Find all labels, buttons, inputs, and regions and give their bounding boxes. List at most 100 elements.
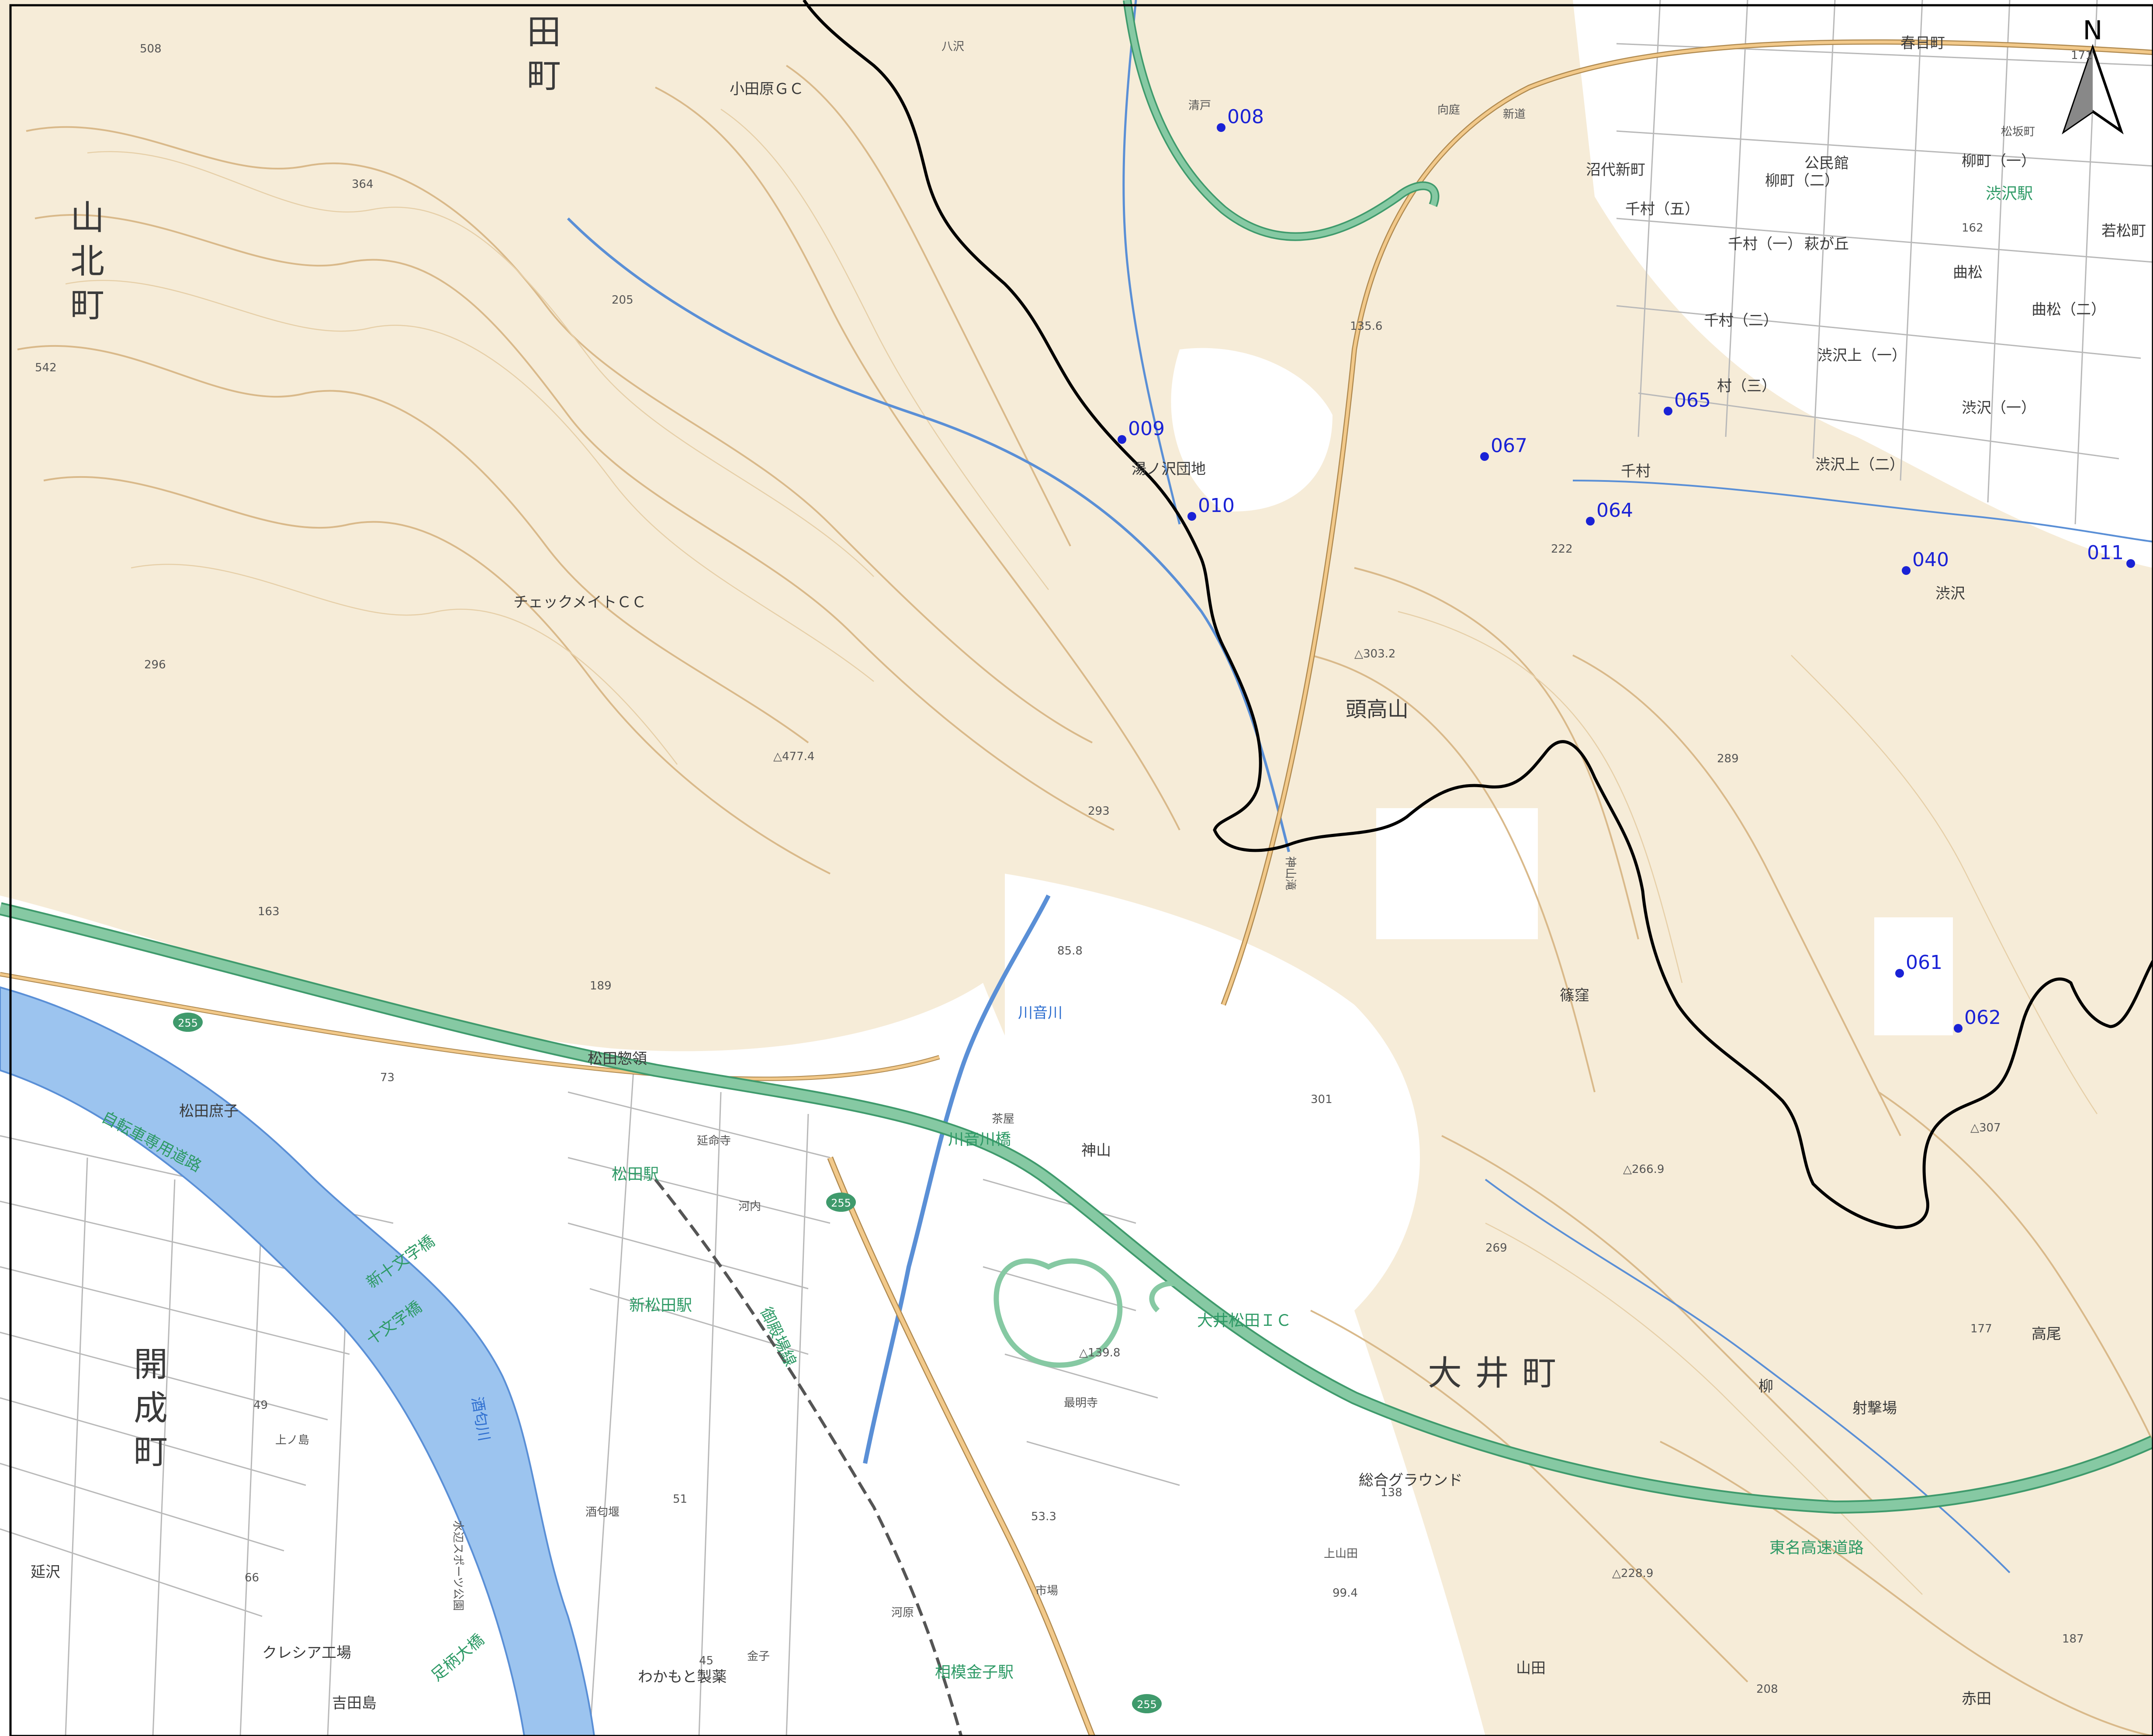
- north-arrow: N: [2062, 15, 2124, 135]
- elevation-296: 296: [144, 658, 166, 671]
- ichiba-label: 市場: [1035, 1584, 1058, 1598]
- shibusawa-station-label: 渋沢駅: [1986, 185, 2033, 203]
- elevation-135: 135.6: [1350, 320, 1382, 333]
- sagami-kaneko-station-label: 相模金子駅: [935, 1663, 1014, 1681]
- elevation-177: 177: [1970, 1322, 1992, 1335]
- municipal-boundary: [803, 0, 2153, 1229]
- kawanegawabashi-label: 川音川橋: [948, 1131, 1011, 1148]
- chimura-label: 千村: [1621, 463, 1651, 480]
- survey-point-label: 062: [1964, 1006, 2001, 1029]
- wakamatsu-label: 若松町: [2101, 222, 2146, 240]
- yugasawa-label: 湯ノ沢団地: [1132, 460, 1206, 478]
- elevation-205: 205: [612, 294, 633, 307]
- shibusawa-kami1-label: 渋沢上（一）: [1817, 347, 1907, 364]
- matsuzakacho-label: 松坂町: [2001, 125, 2035, 138]
- shin-matsuda-station-label: 新松田駅: [629, 1297, 692, 1314]
- kawanegawa-label: 川音川: [1018, 1004, 1063, 1022]
- chimura1-label: 千村（一）: [1728, 235, 1802, 253]
- gotenba-line: [654, 1178, 963, 1736]
- akada-label: 赤田: [1962, 1690, 1991, 1708]
- survey-point-010: 010: [1187, 495, 1235, 521]
- survey-point-label: 064: [1596, 499, 1633, 522]
- sogo-ground-label: 総合グラウンド: [1359, 1472, 1463, 1489]
- hagigaoka-label: 萩が丘: [1804, 235, 1849, 253]
- shinmichi-label: 新道: [1503, 108, 1526, 121]
- elevation-301: 301: [1311, 1093, 1333, 1106]
- enmeiji-label: 延命寺: [697, 1134, 731, 1148]
- shibusawa-kami2-label: 渋沢上（二）: [1815, 456, 1904, 474]
- survey-point-label: 040: [1912, 549, 1949, 571]
- chaya-label: 茶屋: [992, 1113, 1014, 1126]
- survey-point-label: 061: [1906, 951, 1942, 974]
- survey-point-marker: [1187, 512, 1196, 521]
- survey-point-marker: [1217, 123, 1225, 132]
- survey-point-011: 011: [2087, 542, 2135, 568]
- matsuda-shoshi-label: 松田庶子: [179, 1103, 239, 1120]
- elevation-53: 53.3: [1031, 1510, 1056, 1523]
- oi-town-label: 大井町: [1428, 1354, 1569, 1393]
- kiyomizu-label: 清戸: [1188, 99, 1211, 112]
- survey-point-label: 011: [2087, 542, 2124, 564]
- survey-point-marker: [2126, 559, 2135, 568]
- survey-point-marker: [1118, 435, 1126, 444]
- kurashia-label: クレシア工場: [262, 1644, 351, 1662]
- elevation-73: 73: [380, 1071, 395, 1084]
- elevation-289: 289: [1717, 752, 1739, 765]
- elevation-85: 85.8: [1057, 944, 1083, 958]
- elevation-269: 269: [1485, 1241, 1507, 1255]
- kawara-label: 河原: [891, 1606, 914, 1619]
- kaneko-label: 金子: [747, 1650, 770, 1663]
- yanagi-label: 柳: [1758, 1378, 1773, 1395]
- elevation-139: △139.8: [1079, 1346, 1120, 1359]
- survey-point-marker: [1586, 517, 1595, 526]
- shibusawa1-label: 渋沢（一）: [1962, 399, 2036, 417]
- kaisei-label: 開 成 町: [134, 1345, 168, 1472]
- numashiro-shinmachi-label: 沼代新町: [1586, 161, 1645, 179]
- elevation-138: 138: [1381, 1486, 1402, 1499]
- svg-text:町: 町: [134, 1432, 168, 1472]
- matsuda-sonryo-label: 松田惣領: [588, 1050, 647, 1068]
- shinokubo-label: 篠窪: [1560, 987, 1589, 1004]
- elevation-477: △477.4: [773, 750, 814, 763]
- svg-text:町: 町: [527, 56, 561, 96]
- survey-point-062: 062: [1954, 1006, 2001, 1033]
- checkmate-cc-label: チェックメイトＣＣ: [513, 594, 647, 611]
- interchange-loop: [993, 1258, 1204, 1368]
- town-labels: 山 北 町 開 成 町 田 町 大井町: [70, 13, 1569, 1472]
- elevation-66: 66: [245, 1571, 259, 1584]
- survey-point-067: 067: [1480, 435, 1527, 461]
- elevation-171: 171: [2071, 49, 2093, 62]
- chimura3-label: 村（三）: [1717, 377, 1776, 395]
- survey-point-marker: [1480, 452, 1489, 461]
- sakawa-river: [0, 986, 595, 1736]
- yoshidajima-label: 吉田島: [332, 1695, 377, 1712]
- elevation-labels: 508 542 364 205 296 △477.4 293 163 189 △…: [35, 42, 2093, 1696]
- takao-label: 高尾: [2032, 1325, 2061, 1343]
- route-shields: 255 255 255: [173, 1013, 1162, 1713]
- enzawa-label: 延沢: [31, 1563, 60, 1581]
- kawane-river: [863, 894, 1051, 1464]
- elevation-293: 293: [1088, 805, 1110, 818]
- svg-text:山: 山: [70, 198, 104, 238]
- stream-4: [1572, 480, 2153, 543]
- sakawazeki-label: 酒匂堰: [585, 1506, 620, 1519]
- survey-point-label: 067: [1491, 435, 1527, 457]
- elevation-228: △228.9: [1612, 1567, 1653, 1580]
- expressways: [0, 0, 2153, 1514]
- route-shield-255-a: 255: [826, 1193, 856, 1212]
- elevation-163: 163: [258, 905, 280, 918]
- elevation-99: 99.4: [1333, 1587, 1358, 1600]
- elevation-303: △303.2: [1354, 647, 1395, 661]
- kyokumatsu-label: 曲松: [1953, 264, 1983, 281]
- survey-point-label: 009: [1128, 418, 1165, 440]
- route-shield-255-c: 255: [1132, 1694, 1162, 1713]
- survey-point-label: 065: [1674, 389, 1711, 412]
- elevation-508: 508: [140, 42, 162, 55]
- survey-point-marker: [1902, 566, 1911, 575]
- tokosan-label: 頭高山: [1346, 697, 1409, 722]
- tomei-label: 東名高速道路: [1769, 1539, 1864, 1557]
